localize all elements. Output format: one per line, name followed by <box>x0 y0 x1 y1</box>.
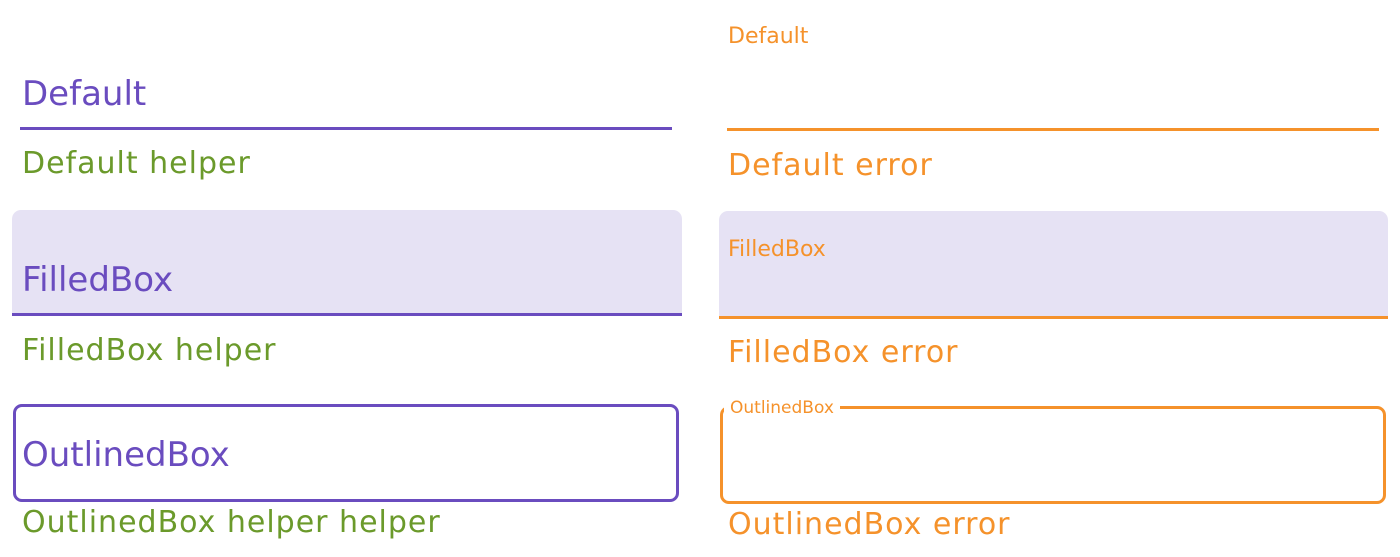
outlinedbox-text-field[interactable]: OutlinedBox <box>13 404 679 502</box>
filledbox-field-underline <box>12 313 682 316</box>
default-error-text-field[interactable]: Default <box>727 20 1379 132</box>
filledbox-text-field[interactable]: FilledBox <box>12 210 682 316</box>
outlinedbox-field-label: OutlinedBox <box>22 435 230 475</box>
default-error-field-label: Default <box>728 24 809 49</box>
outlinedbox-error-text: OutlinedBox error <box>728 507 1011 542</box>
outlinedbox-error-field-label: OutlinedBox <box>724 398 840 418</box>
default-error-field-underline <box>727 128 1379 131</box>
outlinedbox-helper-text: OutlinedBox helper helper <box>22 505 441 540</box>
default-text-field[interactable]: Default <box>20 60 672 132</box>
default-error-text: Default error <box>728 148 933 183</box>
filledbox-error-field-underline <box>719 316 1388 319</box>
filledbox-error-field-label: FilledBox <box>728 237 826 262</box>
default-field-underline <box>20 127 672 130</box>
filledbox-error-text: FilledBox error <box>728 335 959 370</box>
default-helper-text: Default helper <box>22 146 251 181</box>
filledbox-field-label: FilledBox <box>22 260 174 300</box>
filledbox-error-text-field[interactable]: FilledBox <box>719 211 1388 319</box>
outlinedbox-error-text-field[interactable] <box>720 406 1386 504</box>
filledbox-helper-text: FilledBox helper <box>22 333 277 368</box>
default-field-label: Default <box>22 74 147 114</box>
